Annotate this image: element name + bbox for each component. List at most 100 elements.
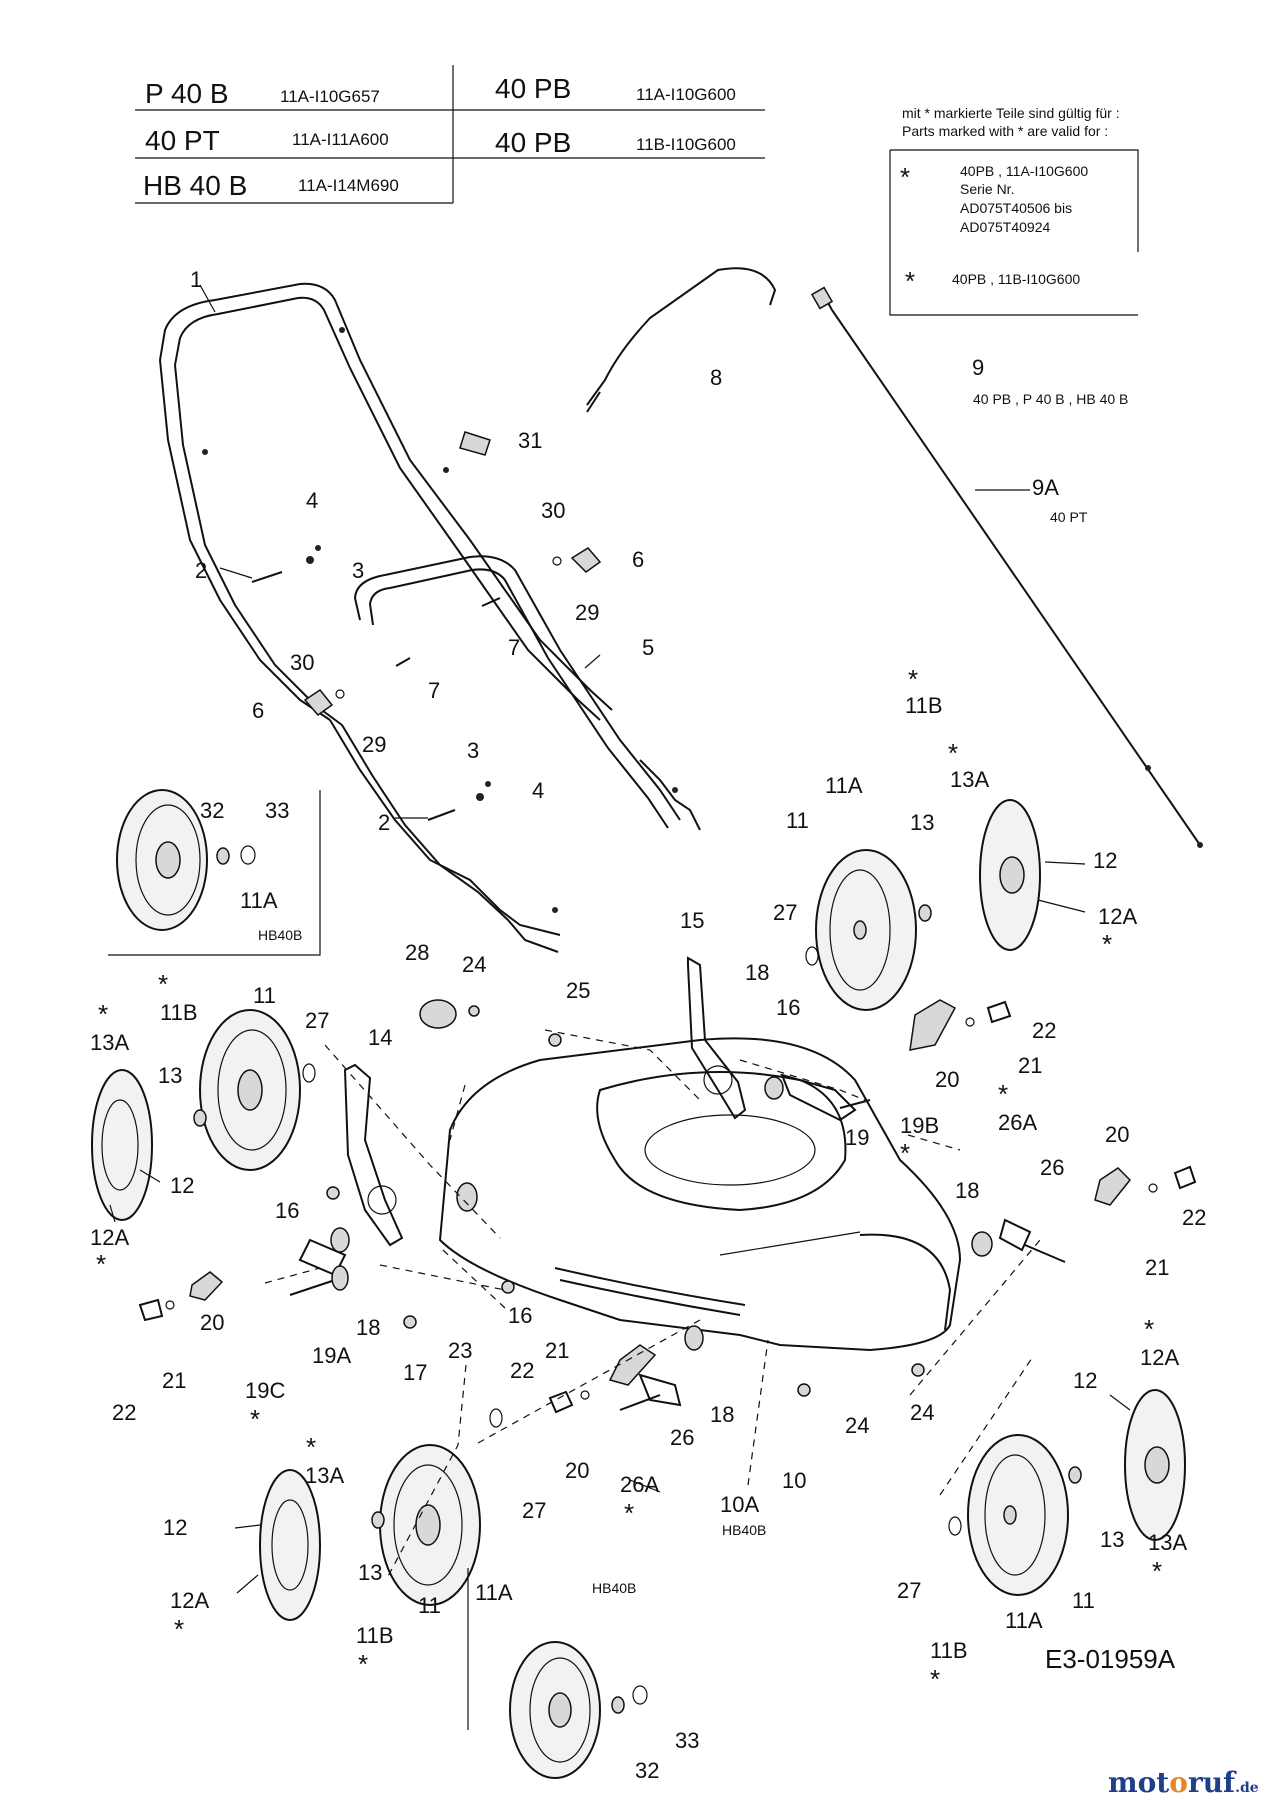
model-table: P 40 B 11A-I10G657 40 PT 11A-I11A600 HB … [135, 65, 765, 204]
star-26a-b: * [624, 1498, 634, 1528]
label-7-left: 7 [428, 678, 440, 703]
label-9a: 9A [1032, 475, 1059, 500]
mower-deck [438, 1037, 962, 1352]
label-8: 8 [710, 365, 722, 390]
wheel-rear-left [193, 1009, 301, 1171]
caption-10a-hb40b: HB40B [722, 1522, 766, 1538]
note-star-1: * [900, 162, 910, 192]
label-3-lower: 3 [467, 738, 479, 763]
label-27-front-right: 27 [773, 900, 797, 925]
label-11a-front-right: 11A [825, 773, 863, 798]
svg-text:motoruf.de: motoruf.de [1108, 1766, 1259, 1799]
label-21-bottom: 21 [545, 1338, 569, 1363]
star-11b-rb: * [358, 1649, 368, 1679]
motoruf-logo: motoruf.de [1108, 1766, 1259, 1799]
label-21-top-right: 21 [1018, 1053, 1042, 1078]
label-16-center: 16 [508, 1303, 532, 1328]
height-adjusters [343, 956, 747, 1247]
label-9: 9 [972, 355, 984, 380]
washers-nuts [302, 946, 993, 1536]
logo-part-o: o [1169, 1766, 1188, 1799]
label-19b: 19B [900, 1113, 939, 1138]
label-24-center: 24 [845, 1413, 869, 1438]
label-18-right: 18 [955, 1178, 979, 1203]
label-20-bottom: 20 [565, 1458, 589, 1483]
label-12-front-right: 12 [1093, 848, 1117, 873]
label-4-lower: 4 [532, 778, 544, 803]
label-15: 15 [680, 908, 704, 933]
star-11b-rl: * [158, 969, 168, 999]
label-11b-rear-bottom: 11B [356, 1623, 394, 1648]
label-32-top: 32 [200, 798, 224, 823]
hubcap-rear-left [91, 1069, 153, 1221]
label-13a-front-bottom: 13A [1148, 1530, 1187, 1555]
model-code-2: 11A-I11A600 [292, 130, 389, 149]
label-2-upper: 2 [195, 558, 207, 583]
label-13a-rear-left: 13A [90, 1030, 129, 1055]
logo-part-a: mot [1108, 1766, 1169, 1799]
label-5: 5 [642, 635, 654, 660]
label-22-bottom: 22 [510, 1358, 534, 1383]
label-24-top: 24 [462, 952, 486, 977]
asterisk-marks: * * * * * * * * * * * * * * * * [96, 664, 1162, 1694]
label-11a-front-bottom: 11A [1005, 1608, 1043, 1633]
label-12-rear-left: 12 [170, 1173, 194, 1198]
label-4-upper: 4 [306, 488, 318, 513]
label-29-right: 29 [575, 600, 599, 625]
note-entry-1-line-1: 40PB , 11A-I10G600 [960, 163, 1088, 179]
label-10: 10 [782, 1468, 806, 1493]
label-20-right: 20 [1105, 1122, 1129, 1147]
label-19a: 19A [312, 1343, 351, 1368]
star-12a-fr: * [1102, 929, 1112, 959]
star-12a-rb: * [174, 1614, 184, 1644]
label-22-right: 22 [1182, 1205, 1206, 1230]
model-code-1: 11A-I10G657 [280, 87, 380, 106]
label-13-front-bottom: 13 [1100, 1527, 1124, 1552]
label-22-left: 22 [112, 1400, 136, 1425]
label-12a-front-bottom: 12A [1140, 1345, 1179, 1370]
label-19: 19 [845, 1125, 869, 1150]
logo-suffix: .de [1235, 1780, 1259, 1796]
label-22-top-right: 22 [1032, 1018, 1056, 1043]
label-27-front-bottom: 27 [897, 1578, 921, 1603]
label-17: 17 [403, 1360, 427, 1385]
label-6-left: 6 [252, 698, 264, 723]
label-19c: 19C [245, 1378, 285, 1403]
levers-bolts [138, 999, 1197, 1414]
label-12-rear-bottom: 12 [163, 1515, 187, 1540]
hb40b-insets [108, 790, 469, 1730]
label-24-right: 24 [910, 1400, 934, 1425]
label-27-rear-bottom: 27 [522, 1498, 546, 1523]
label-33-top: 33 [265, 798, 289, 823]
label-27-rear-left: 27 [305, 1008, 329, 1033]
label-20-top-right: 20 [935, 1067, 959, 1092]
star-13a-fr: * [948, 738, 958, 768]
label-12-front-bottom: 12 [1073, 1368, 1097, 1393]
label-33-bottom: 33 [675, 1728, 699, 1753]
label-1: 1 [190, 267, 202, 292]
label-11-rear-bottom: 11 [418, 1593, 441, 1618]
wheel-rear-bottom [371, 1444, 481, 1606]
star-19b: * [900, 1138, 910, 1168]
label-18-top: 18 [745, 960, 769, 985]
assembly-lines [264, 1029, 1041, 1581]
label-32-bottom: 32 [635, 1758, 659, 1783]
note-entry-1-line-4: AD075T40924 [960, 219, 1051, 235]
star-13a-fb: * [1152, 1556, 1162, 1586]
model-name-1: P 40 B [145, 78, 229, 109]
label-18-bottom: 18 [710, 1402, 734, 1427]
wheel-hb40b-bottom [509, 1641, 648, 1779]
label-16-left: 16 [275, 1198, 299, 1223]
note-entry-1-line-2: Serie Nr. [960, 181, 1014, 197]
hubcap-front-bottom [1124, 1389, 1186, 1541]
label-11a-hb40b-top: 11A [240, 888, 278, 913]
model-code-4: 11A-I10G600 [636, 85, 736, 104]
model-name-4: 40 PB [495, 73, 571, 104]
label-11-front-right: 11 [786, 808, 809, 833]
star-19c: * [250, 1404, 260, 1434]
label-13-front-right: 13 [910, 810, 934, 835]
label-11-rear-left: 11 [253, 983, 276, 1008]
model-code-3: 11A-I14M690 [298, 176, 399, 195]
note-star-2: * [905, 266, 915, 296]
label-7-right: 7 [508, 635, 520, 660]
